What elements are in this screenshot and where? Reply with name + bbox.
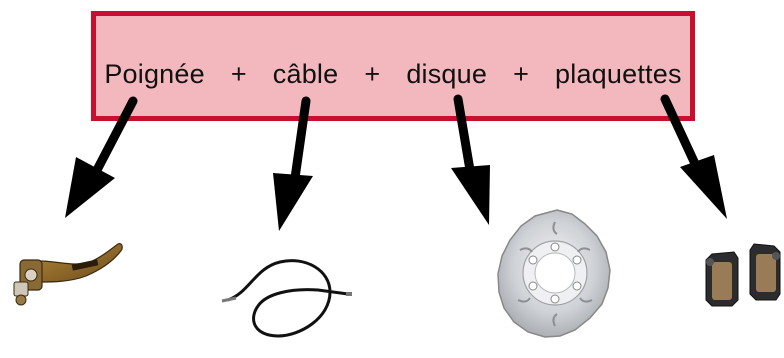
brake-disc-icon <box>497 209 611 338</box>
term-disque: disque <box>406 59 488 89</box>
plus-sign: + <box>230 59 247 89</box>
brake-cable-icon <box>221 259 352 338</box>
arrow-to-pads <box>660 94 727 219</box>
formula-text: Poignée + câble + disque + plaquettes <box>96 59 690 90</box>
plus-sign: + <box>364 59 381 89</box>
term-poignee: Poignée <box>104 59 205 89</box>
arrow-to-lever <box>65 96 138 218</box>
term-cable: câble <box>272 59 339 89</box>
formula-banner: Poignée + câble + disque + plaquettes <box>91 11 695 121</box>
brake-pads-icon <box>705 243 781 307</box>
term-plaquettes: plaquettes <box>555 59 682 89</box>
arrow-to-disc <box>451 94 490 225</box>
plus-sign: + <box>513 59 530 89</box>
brake-lever-icon <box>13 243 123 306</box>
arrow-to-cable <box>273 96 313 231</box>
